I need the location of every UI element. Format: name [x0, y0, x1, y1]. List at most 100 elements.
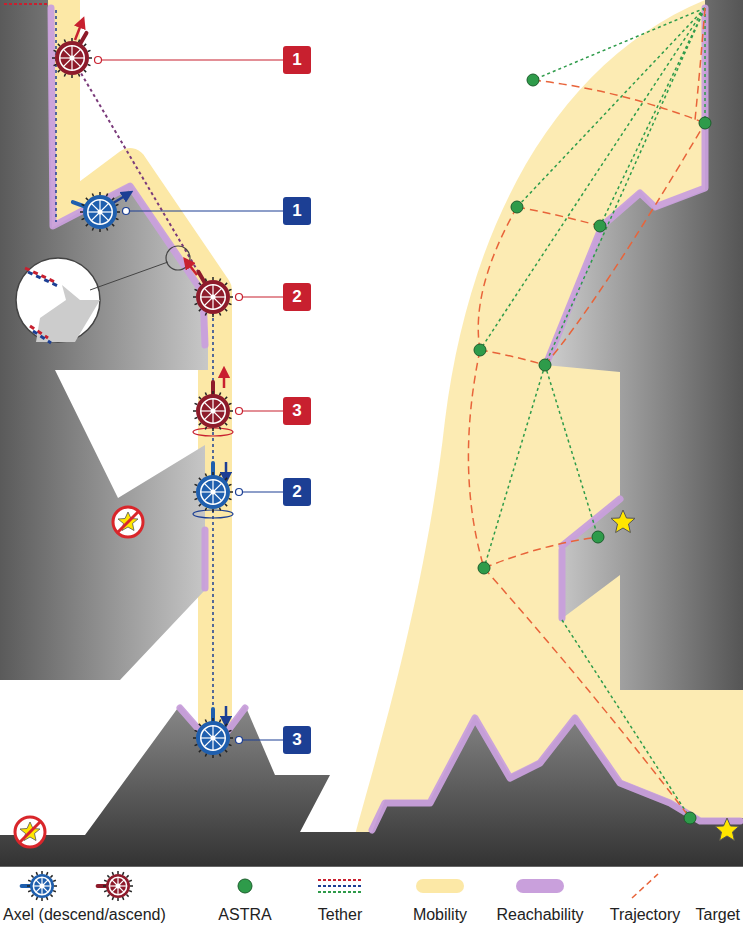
wheel-grouser: [193, 491, 196, 493]
wheel-rim: [201, 480, 225, 504]
wheel-grouser: [84, 70, 86, 72]
legend-text: Axel (descend/ascend): [3, 906, 166, 924]
callout-number: 3: [283, 397, 311, 425]
wheel-grouser: [129, 891, 132, 892]
wheel-grouser: [199, 504, 201, 506]
wheel-grouser: [220, 754, 221, 757]
callout-number: 1: [283, 197, 311, 225]
wheel-grouser: [41, 898, 43, 901]
wheel-grouser: [195, 745, 198, 746]
wheel-grouser: [71, 38, 73, 41]
rover-wheel: [196, 394, 230, 428]
leader-line: [98, 59, 283, 60]
legend-swatch: [516, 879, 564, 893]
wheel-grouser: [28, 891, 31, 892]
wheel-grouser: [230, 737, 233, 739]
wheel-grouser: [225, 423, 227, 425]
rover-wheel: [30, 874, 54, 898]
wheel-grouser: [229, 730, 232, 731]
legend-text: Tether: [318, 906, 362, 924]
wheel-grouser: [64, 74, 65, 77]
wheel-grouser: [82, 204, 85, 205]
wheel-grouser: [225, 724, 227, 726]
wheel-hub: [211, 409, 216, 414]
wheel-grouser: [220, 393, 221, 396]
wheel-grouser: [117, 871, 119, 874]
wheel-grouser: [212, 472, 214, 475]
wheel-hub: [98, 210, 103, 215]
wheel-grouser: [220, 720, 221, 723]
wheel-grouser: [88, 65, 91, 66]
wheel-grouser: [117, 898, 119, 901]
wheel-grouser: [230, 491, 233, 493]
wheel-grouser: [89, 57, 92, 59]
rover-wheel: [196, 721, 230, 755]
callout-number: 3: [283, 726, 311, 754]
wheel-grouser: [112, 872, 113, 875]
wheel-grouser: [220, 427, 221, 430]
wheel-grouser: [54, 885, 57, 887]
wheel-grouser: [54, 65, 57, 66]
wheel-grouser: [205, 393, 206, 396]
leader-dot: [236, 294, 243, 301]
wheel-grouser: [205, 427, 206, 430]
wheel-grouser: [193, 737, 196, 739]
wheel-grouser: [71, 75, 73, 78]
wheel-hub: [211, 295, 216, 300]
wheel-grouser: [99, 192, 101, 195]
wheel-grouser: [58, 70, 60, 72]
wheel-grouser: [107, 875, 109, 877]
leader-dot: [123, 208, 130, 215]
wheel-rim: [88, 200, 112, 224]
legend-text: ASTRA: [218, 906, 271, 924]
leader-line: [126, 210, 283, 211]
wheel-grouser: [36, 897, 37, 900]
wheel-grouser: [107, 194, 108, 197]
wheel-grouser: [230, 410, 233, 412]
wheel-grouser: [50, 894, 52, 896]
wheel-grouser: [229, 403, 232, 404]
wheel-grouser: [193, 296, 196, 298]
wheel-grouser: [225, 309, 227, 311]
wheel-grouser: [107, 228, 108, 231]
wheel-grouser: [126, 875, 128, 877]
wheel-grouser: [205, 508, 206, 511]
legend-text: Trajectory: [610, 906, 681, 924]
wheel-grouser: [205, 279, 206, 282]
legend-text: Mobility: [413, 906, 467, 924]
wheel-hub: [211, 490, 216, 495]
wheel-grouser: [112, 897, 113, 900]
wheel-grouser: [130, 885, 133, 887]
wheel-rim: [201, 399, 225, 423]
wheel-grouser: [99, 229, 101, 232]
rover-wheel: [83, 195, 117, 229]
wheel-grouser: [229, 484, 232, 485]
wheel-grouser: [225, 504, 227, 506]
leader-line: [239, 410, 283, 411]
wheel-grouser: [123, 872, 124, 875]
rover-wheel: [196, 475, 230, 509]
wheel-grouser: [82, 219, 85, 220]
wheel-grouser: [86, 198, 88, 200]
wheel-grouser: [84, 44, 86, 46]
wheel-grouser: [212, 755, 214, 758]
wheel-grouser: [220, 313, 221, 316]
wheel-grouser: [229, 499, 232, 500]
callout-number: 1: [283, 46, 311, 74]
wheel-grouser: [116, 219, 119, 220]
wheel-grouser: [220, 508, 221, 511]
wheel-grouser: [212, 277, 214, 280]
wheel-grouser: [54, 50, 57, 51]
rover-wheel: [106, 874, 130, 898]
wheel-grouser: [195, 289, 198, 290]
wheel-grouser: [92, 194, 93, 197]
wheel-grouser: [225, 283, 227, 285]
wheel-grouser: [199, 478, 201, 480]
wheel-grouser: [79, 74, 80, 77]
wheel-grouser: [212, 718, 214, 721]
wheel-grouser: [199, 750, 201, 752]
wheel-grouser: [117, 211, 120, 213]
wheel-rim: [201, 285, 225, 309]
